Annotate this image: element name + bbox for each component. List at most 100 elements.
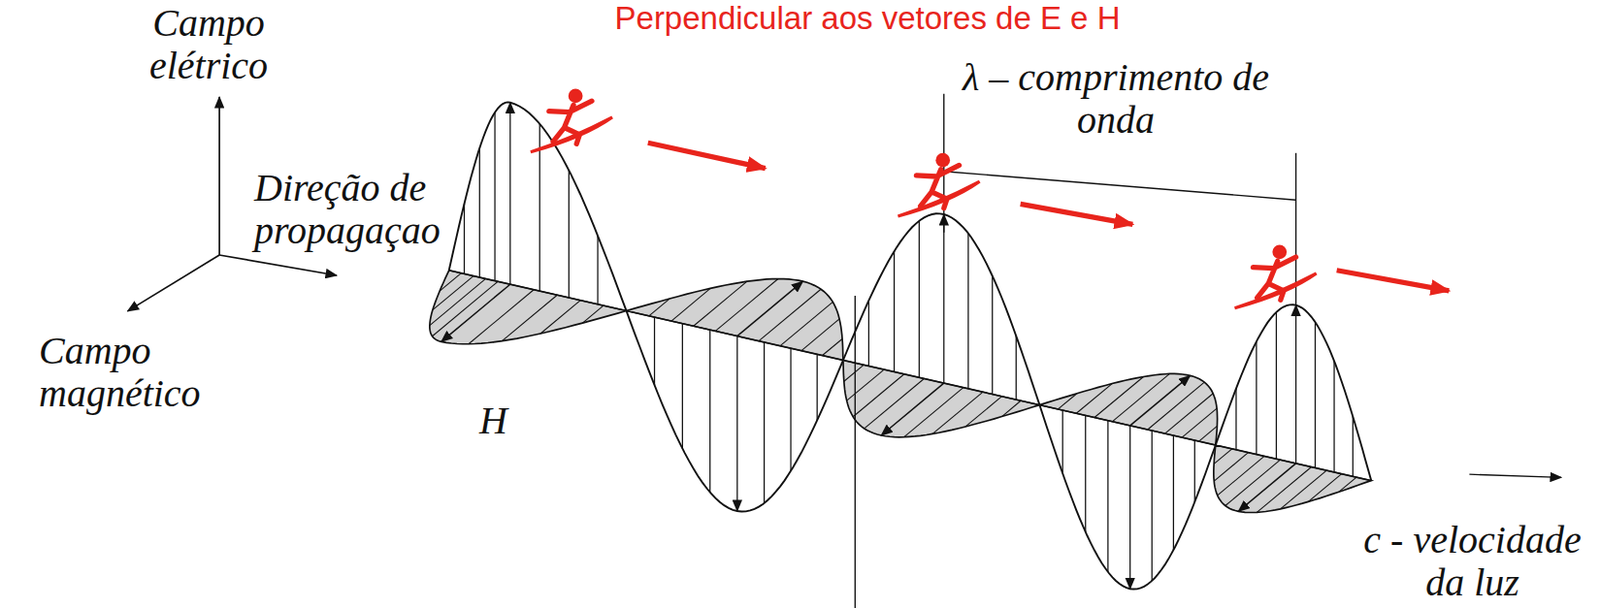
hatch-line [540, 300, 581, 334]
field-line [493, 112, 495, 282]
field-line [918, 221, 920, 379]
field-arrow [881, 383, 945, 436]
motion-arrow [648, 142, 766, 168]
electric-field-curve [449, 101, 1372, 589]
hatch-line [1199, 425, 1218, 442]
surfer-body [915, 164, 959, 208]
surf-board [1235, 273, 1317, 309]
hatch-line [582, 305, 604, 324]
hatch-line [844, 364, 864, 382]
surfer-icon [897, 153, 980, 217]
hatch-line [852, 374, 905, 418]
field-line [463, 203, 465, 274]
hatch-line [1002, 400, 1022, 417]
field-line [1084, 415, 1086, 532]
surfer-head [568, 89, 584, 104]
hatch-line [932, 391, 983, 434]
propagation-arrow [1469, 474, 1562, 478]
field-line [816, 354, 818, 421]
field-line [1275, 312, 1277, 459]
field-line [789, 348, 791, 471]
magnetic-field-shape [429, 270, 1372, 514]
field-line [991, 275, 993, 394]
motion-arrow [1337, 270, 1450, 292]
hatch-line [1213, 449, 1233, 464]
wavelength-line [944, 171, 1297, 200]
axis-line [219, 255, 337, 276]
field-line [1235, 389, 1237, 451]
field-arrow [1295, 305, 1297, 464]
axis-line [218, 97, 221, 256]
hatch-line [1057, 393, 1077, 410]
hatch-line [1307, 474, 1341, 503]
surf-board [897, 181, 980, 217]
field-line [868, 300, 870, 367]
surf-board [530, 117, 613, 153]
hatch-line [904, 388, 964, 438]
field-label: H [479, 399, 538, 443]
speed-label: c - velocidade da luz [1353, 519, 1592, 605]
axis-label: Direção de propagaçao [254, 166, 478, 253]
field-line [1352, 416, 1354, 477]
surfer-icon [1235, 244, 1317, 308]
hatch-line [1217, 456, 1265, 495]
field-line [1107, 421, 1109, 573]
surfer-head [1272, 244, 1287, 260]
hatch-line [649, 298, 670, 317]
field-line [1062, 410, 1064, 474]
hatch-line [1076, 384, 1112, 415]
surfer-body [549, 100, 592, 144]
field-arrow [737, 281, 804, 336]
field-line [479, 148, 481, 278]
field-line [596, 235, 598, 305]
field-arrow [509, 102, 511, 285]
surfer-body [1252, 257, 1296, 300]
hatch-line [1147, 382, 1205, 430]
axis-label: Campo elétrico [135, 1, 282, 88]
field-line [763, 342, 765, 504]
hatch-line [780, 301, 833, 346]
field-arrow [1129, 425, 1131, 589]
hatch-line [1112, 373, 1171, 422]
field-line [893, 251, 895, 372]
field-line [1333, 360, 1335, 473]
hatch-line [693, 281, 748, 327]
hatch-line [1213, 453, 1248, 482]
surfer-icons [530, 89, 1449, 309]
field-line [568, 170, 570, 298]
axis-line [127, 255, 220, 312]
field-line [1194, 440, 1196, 503]
hatch-line [1094, 377, 1143, 419]
field-arrow [943, 214, 945, 384]
reference-line [854, 295, 856, 608]
field-arrow [736, 336, 738, 512]
field-line [967, 233, 969, 390]
motion-arrow [1020, 203, 1134, 225]
wavelength-label: λ – comprimento de onda [955, 56, 1276, 142]
hatch-line [822, 338, 844, 356]
field-line [653, 317, 655, 386]
field-line [1015, 335, 1017, 400]
hatch-line [758, 289, 821, 341]
hatch-line [1338, 477, 1357, 492]
surfer-head [935, 153, 950, 168]
hatch-line [864, 379, 925, 429]
hatch-line [1280, 470, 1328, 510]
surfer-icon [530, 89, 613, 153]
hatch-line [715, 279, 779, 332]
electric-wave [449, 101, 1372, 589]
field-line [1255, 341, 1257, 455]
hatch-line [429, 278, 487, 326]
field-line [682, 324, 684, 450]
magnetic-wave [429, 270, 1372, 514]
axis-label: Campo magnético [38, 329, 224, 416]
hatch-line [965, 396, 1003, 427]
hatch-line [432, 276, 474, 311]
propagation-axis [449, 270, 1372, 482]
hatch-line [1181, 408, 1217, 438]
hatch-line [1165, 393, 1214, 434]
field-arrow [441, 284, 511, 342]
hatch-line [468, 290, 534, 345]
field-line [1173, 435, 1175, 551]
